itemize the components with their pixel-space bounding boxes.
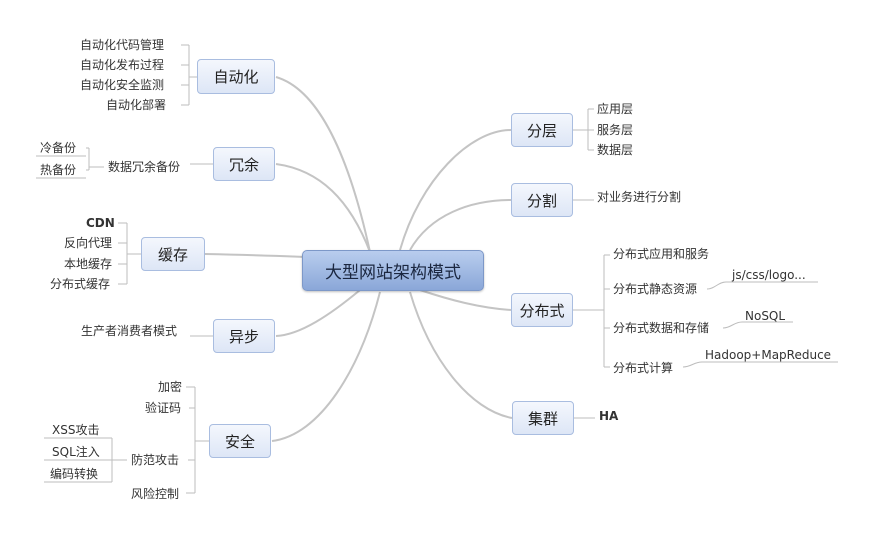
cache-item-cdn[interactable]: CDN bbox=[86, 216, 115, 230]
redundancy-sub-cold-backup[interactable]: 冷备份 bbox=[40, 141, 77, 155]
node-redundancy[interactable]: 冗余 bbox=[213, 147, 275, 181]
security-sub-sql-injection[interactable]: SQL注入 bbox=[52, 445, 100, 459]
cache-item-local-cache[interactable]: 本地缓存 bbox=[64, 257, 113, 271]
node-distributed[interactable]: 分布式 bbox=[511, 293, 573, 327]
cluster-item-ha[interactable]: HA bbox=[599, 409, 619, 423]
redundancy-item-data-backup[interactable]: 数据冗余备份 bbox=[108, 160, 181, 174]
automation-item-deploy[interactable]: 自动化部署 bbox=[106, 98, 167, 112]
distributed-item-compute[interactable]: 分布式计算 bbox=[613, 361, 674, 375]
automation-item-release[interactable]: 自动化发布过程 bbox=[80, 58, 165, 72]
node-split[interactable]: 分割 bbox=[511, 183, 573, 217]
security-item-risk-control[interactable]: 风险控制 bbox=[131, 487, 180, 501]
root-node[interactable]: 大型网站架构模式 bbox=[302, 250, 484, 291]
node-automation[interactable]: 自动化 bbox=[197, 59, 275, 94]
node-security[interactable]: 安全 bbox=[209, 424, 271, 458]
layering-item-application[interactable]: 应用层 bbox=[597, 102, 634, 116]
cache-item-reverse-proxy[interactable]: 反向代理 bbox=[64, 236, 113, 250]
distributed-item-data-storage[interactable]: 分布式数据和存储 bbox=[613, 321, 710, 335]
node-async[interactable]: 异步 bbox=[213, 319, 275, 353]
distributed-item-static-resource[interactable]: 分布式静态资源 bbox=[613, 282, 698, 296]
layering-item-data[interactable]: 数据层 bbox=[597, 143, 634, 157]
distributed-sub-static-files[interactable]: js/css/logo... bbox=[732, 268, 806, 282]
security-item-encryption[interactable]: 加密 bbox=[158, 380, 183, 394]
cache-item-distributed-cache[interactable]: 分布式缓存 bbox=[50, 277, 111, 291]
automation-item-code-management[interactable]: 自动化代码管理 bbox=[80, 38, 165, 52]
split-item-business[interactable]: 对业务进行分割 bbox=[597, 190, 682, 204]
distributed-sub-nosql[interactable]: NoSQL bbox=[745, 309, 786, 323]
node-layering[interactable]: 分层 bbox=[511, 113, 573, 147]
security-sub-xss[interactable]: XSS攻击 bbox=[52, 423, 100, 437]
async-item-producer-consumer[interactable]: 生产者消费者模式 bbox=[81, 324, 178, 338]
node-cache[interactable]: 缓存 bbox=[141, 237, 205, 271]
redundancy-sub-hot-backup[interactable]: 热备份 bbox=[40, 163, 77, 177]
security-sub-encoding[interactable]: 编码转换 bbox=[50, 467, 99, 481]
security-item-captcha[interactable]: 验证码 bbox=[145, 401, 182, 415]
distributed-item-app-service[interactable]: 分布式应用和服务 bbox=[613, 247, 710, 261]
security-item-attack-defense[interactable]: 防范攻击 bbox=[131, 453, 180, 467]
automation-item-security-monitor[interactable]: 自动化安全监测 bbox=[80, 78, 165, 92]
layering-item-service[interactable]: 服务层 bbox=[597, 123, 634, 137]
distributed-sub-hadoop[interactable]: Hadoop+MapReduce bbox=[705, 348, 832, 362]
node-cluster[interactable]: 集群 bbox=[512, 401, 574, 435]
